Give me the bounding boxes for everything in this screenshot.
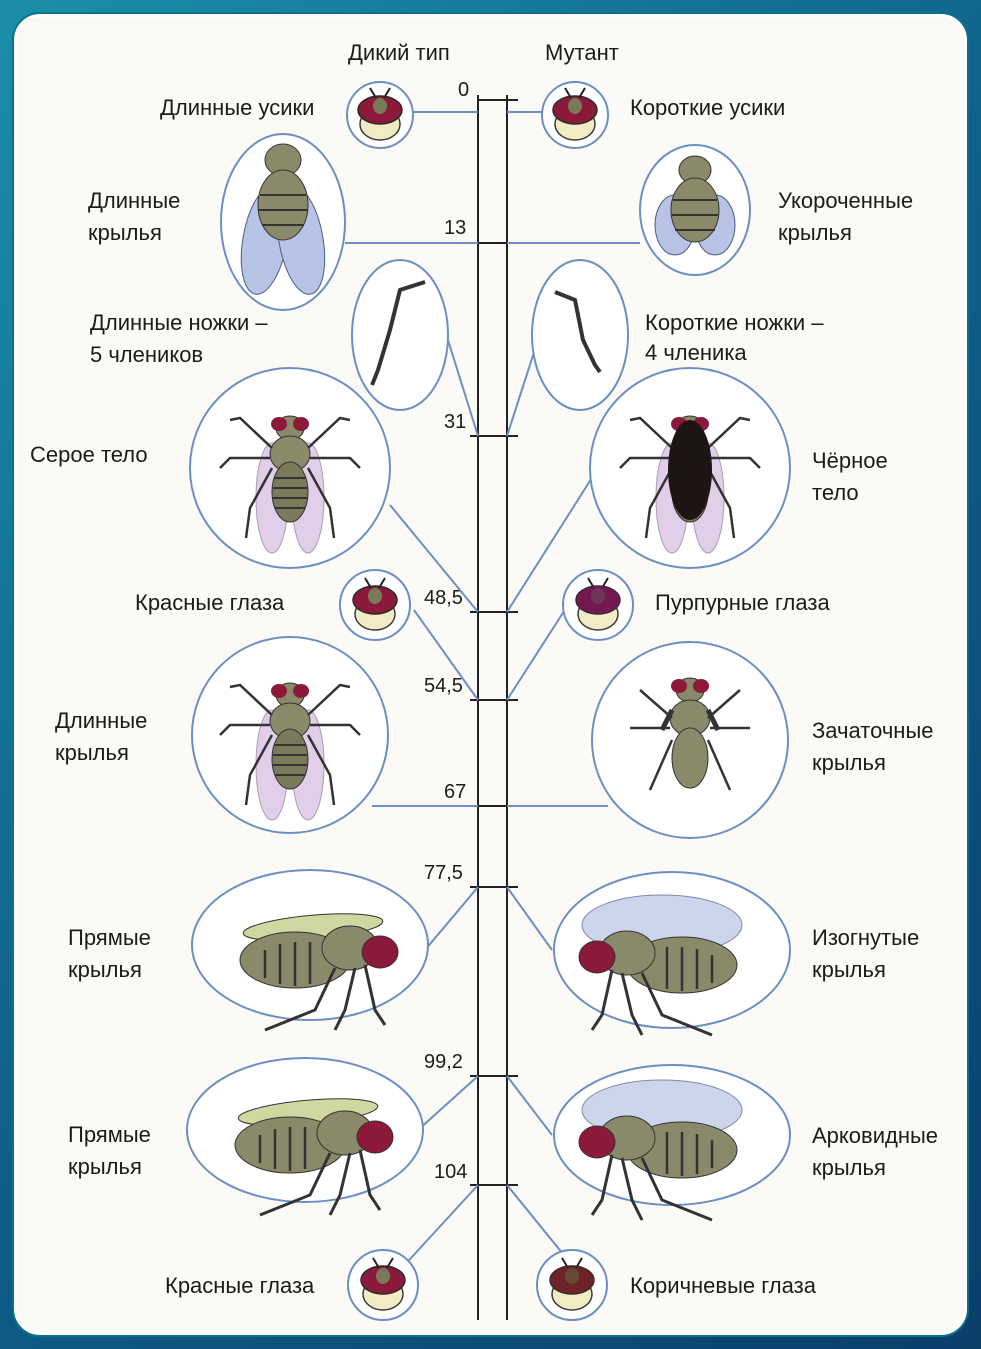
mutant-trait-legs-line2: 4 членика (645, 340, 747, 365)
mutant-trait-eyes: Пурпурные глаза (655, 590, 830, 615)
wild-trait-wings2-line2: крылья (55, 740, 129, 765)
mutant-trait-wings2-line1: Зачаточные (812, 718, 934, 743)
wild-trait-antennae: Длинные усики (160, 95, 314, 120)
wild-grey-body-circle (190, 368, 390, 568)
wild-long-legs-circle (352, 260, 448, 410)
wild-trait-legs-line1: Длинные ножки – (90, 310, 268, 335)
locus-label-67: 67 (444, 781, 466, 803)
wild-trait-eyes: Красные глаза (135, 590, 285, 615)
wild-type-header: Дикий тип (348, 40, 450, 65)
mutant-short-wings-circle (640, 145, 750, 275)
locus-label-0: 0 (458, 79, 469, 101)
locus-label-54-5: 54,5 (424, 675, 463, 697)
mutant-arc-wings-circle (554, 1065, 790, 1220)
wild-trait-wings2-line1: Длинные (55, 708, 147, 733)
mutant-trait-arc-line1: Арковидные (812, 1123, 938, 1148)
locus-label-77-5: 77,5 (424, 862, 463, 884)
mutant-brown-eyes-circle (537, 1250, 607, 1320)
mutant-trait-eyes2: Коричневые глаза (630, 1273, 817, 1298)
mutant-curved-wings-circle (554, 872, 790, 1035)
wild-trait-straight2-line1: Прямые (68, 1122, 151, 1147)
mutant-trait-wings-line2: крылья (778, 220, 852, 245)
mutant-vestigial-wings-circle (592, 642, 788, 838)
mutant-antennae-circle (542, 82, 608, 148)
wild-trait-straight-line2: крылья (68, 957, 142, 982)
mutant-trait-wings2-line2: крылья (812, 750, 886, 775)
mutant-trait-antennae: Короткие усики (630, 95, 785, 120)
locus-label-104: 104 (434, 1161, 467, 1183)
wild-antennae-circle (347, 82, 413, 148)
mutant-trait-wings-line1: Укороченные (778, 188, 913, 213)
mutant-trait-arc-line2: крылья (812, 1155, 886, 1180)
locus-label-31: 31 (444, 411, 466, 433)
mutant-trait-body-line2: тело (812, 480, 859, 505)
wild-trait-eyes2: Красные глаза (165, 1273, 315, 1298)
mutant-trait-body-line1: Чёрное (812, 448, 888, 473)
wild-straight-wings-circle (192, 870, 428, 1030)
wild-straight-wings-circle-2 (187, 1058, 423, 1215)
wild-long-wings-circle (221, 134, 345, 310)
mutant-black-body-circle (590, 368, 790, 568)
wild-red-eyes-circle (340, 570, 410, 640)
wild-red-eyes-circle-2 (348, 1250, 418, 1320)
wild-trait-wings-line2: крылья (88, 220, 162, 245)
mutant-trait-curved-line1: Изогнутые (812, 925, 919, 950)
locus-label-99-2: 99,2 (424, 1051, 463, 1073)
mutant-trait-legs-line1: Короткие ножки – (645, 310, 824, 335)
wild-trait-body: Серое тело (30, 442, 148, 467)
wild-long-wings-circle-2 (192, 637, 388, 833)
mutant-trait-curved-line2: крылья (812, 957, 886, 982)
wild-trait-straight-line1: Прямые (68, 925, 151, 950)
locus-label-13: 13 (444, 217, 466, 239)
wild-trait-wings-line1: Длинные (88, 188, 180, 213)
wild-trait-legs-line2: 5 члеников (90, 342, 203, 367)
locus-label-48-5: 48,5 (424, 587, 463, 609)
mutant-short-legs-circle (532, 260, 628, 410)
wild-trait-straight2-line2: крылья (68, 1154, 142, 1179)
mutant-purple-eyes-circle (563, 570, 633, 640)
mutant-header: Мутант (545, 40, 619, 65)
